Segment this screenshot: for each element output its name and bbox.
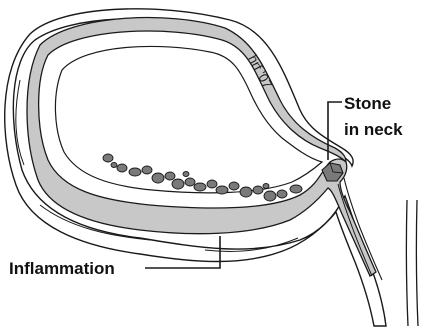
gallstone: [263, 184, 269, 189]
gallstone: [240, 187, 252, 197]
gallstone: [183, 172, 189, 177]
gallstone: [152, 173, 164, 183]
gallstone: [142, 166, 152, 174]
gallstone: [290, 185, 302, 193]
stone-label-line1: Stone: [344, 91, 403, 117]
bile-duct-left: [406, 200, 408, 326]
gallstone: [165, 172, 175, 180]
gallstone: [172, 179, 184, 189]
gallstone: [216, 186, 228, 194]
gallstone: [253, 186, 263, 194]
bile-duct-right: [416, 200, 418, 326]
gallstone: [103, 154, 113, 162]
gallstone: [229, 182, 239, 190]
gallstone: [185, 178, 195, 186]
gallstone: [277, 190, 287, 198]
stone-in-neck-label: Stone in neck: [344, 91, 403, 143]
gallstone: [207, 180, 217, 188]
gallstone: [264, 191, 276, 201]
gallstone: [117, 164, 127, 172]
gallstone: [194, 183, 206, 191]
gallstone: [129, 168, 141, 176]
inflammation-label: Inflammation: [9, 258, 115, 280]
stone-label-line2: in neck: [344, 117, 403, 143]
gallstone: [111, 163, 117, 168]
